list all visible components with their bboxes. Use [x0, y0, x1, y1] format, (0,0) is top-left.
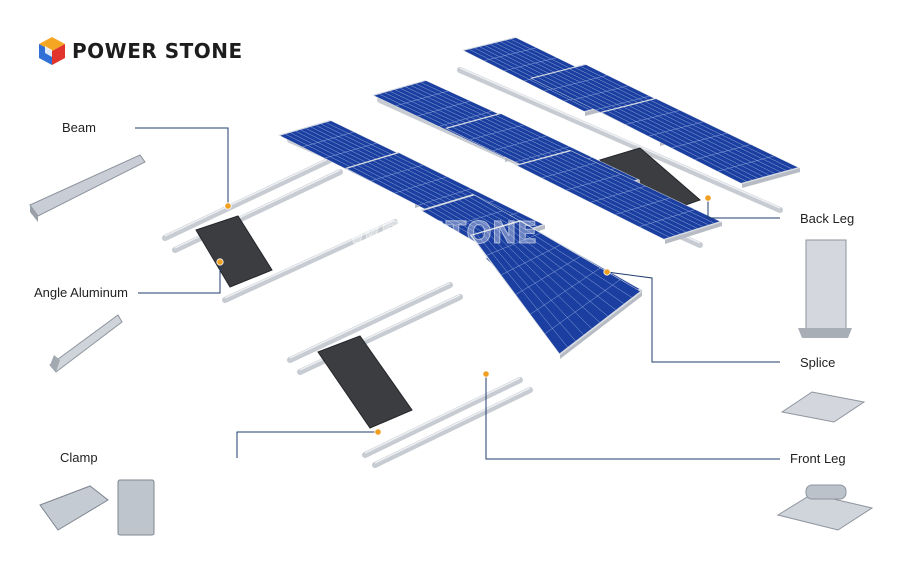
callout-marker [704, 194, 712, 202]
cell-line [395, 90, 448, 107]
cell-line [504, 57, 557, 71]
label-front-leg: Front Leg [790, 451, 846, 466]
leader-lines [135, 127, 780, 460]
beam-rail-highlight [164, 157, 331, 237]
label-back-leg: Back Leg [800, 211, 855, 226]
beam-part-end [30, 205, 38, 222]
back-leg-part-icon [805, 239, 847, 331]
cell-line [501, 244, 561, 276]
beam-rail-highlight [374, 387, 531, 464]
label-angle-aluminum: Angle Aluminum [34, 285, 128, 300]
beam-rail-highlight [459, 67, 781, 209]
cube-logo-icon [39, 37, 65, 65]
panel-edge [742, 168, 800, 188]
cell-line [417, 100, 470, 117]
solar-panel [470, 220, 642, 359]
cell-line [394, 176, 448, 194]
solar-panel [515, 150, 722, 244]
panel-edge [560, 292, 642, 359]
callout-marker [603, 268, 611, 276]
angle-aluminum-end [50, 355, 60, 372]
cell-line [324, 142, 377, 159]
cell-line [671, 132, 727, 149]
panel-cells [517, 151, 720, 239]
component-thumbnails [29, 154, 874, 536]
cell-line [648, 121, 704, 137]
cell-line [590, 185, 646, 203]
cell-line [595, 95, 650, 111]
cell-line [566, 174, 621, 191]
callout-marker [224, 202, 232, 210]
cell-line [439, 110, 492, 127]
cell-line [486, 233, 541, 256]
ballast-tray [317, 335, 413, 429]
cell-line [530, 267, 601, 315]
panel-layer [278, 37, 800, 359]
back-leg-base [798, 328, 852, 338]
label-splice: Splice [800, 355, 836, 370]
cell-line [544, 279, 621, 334]
cell-line [370, 164, 424, 182]
cell-line [694, 144, 751, 160]
angle-aluminum-part-icon [49, 314, 123, 373]
beam-rail [222, 219, 398, 303]
beam-rail-highlight [289, 282, 451, 359]
beam-rail-highlight [224, 219, 396, 299]
cell-line [515, 146, 570, 163]
cell-line [492, 135, 547, 151]
beam-rail [372, 387, 533, 468]
cell-line [614, 197, 671, 215]
callout-marker [482, 370, 490, 378]
cell-line [625, 110, 680, 125]
cell-line [717, 155, 775, 172]
leader-line [707, 198, 780, 219]
cell-line [639, 209, 695, 227]
leader-line [135, 127, 229, 206]
solar-panel [600, 98, 800, 188]
cell-line [553, 75, 608, 90]
label-clamp: Clamp [60, 450, 98, 465]
beam-rail [162, 157, 333, 241]
cell-line [574, 85, 629, 100]
splice-part-icon [780, 391, 866, 423]
panel-edge [665, 222, 722, 244]
brand-logo: POWER STONE [38, 36, 243, 66]
label-beam: Beam [62, 120, 96, 135]
front-leg-roller [805, 484, 847, 500]
cell-line [541, 162, 596, 179]
leader-line [485, 374, 780, 460]
cell-line [470, 124, 524, 140]
beam-rail [287, 282, 453, 363]
leader-line [236, 431, 378, 458]
clamp-part-second [117, 479, 155, 536]
leader-line [606, 271, 780, 363]
beam-rail [457, 67, 783, 213]
beam-part-icon [29, 154, 146, 217]
cell-line [515, 256, 581, 295]
callout-marker [216, 258, 224, 266]
beam-rail-highlight [364, 377, 521, 454]
clamp-part-icon [39, 485, 109, 531]
cell-line [418, 188, 471, 206]
callout-marker [374, 428, 382, 436]
leader-line [138, 262, 221, 294]
beam-rail [362, 377, 523, 458]
cell-line [449, 210, 502, 228]
ballast-tray [195, 215, 273, 288]
cell-line [484, 47, 537, 61]
cell-line [302, 131, 354, 148]
watermark-text: POWERSTONE [300, 216, 537, 251]
brand-name: POWER STONE [72, 39, 243, 63]
front-leg-part-icon [776, 493, 874, 531]
